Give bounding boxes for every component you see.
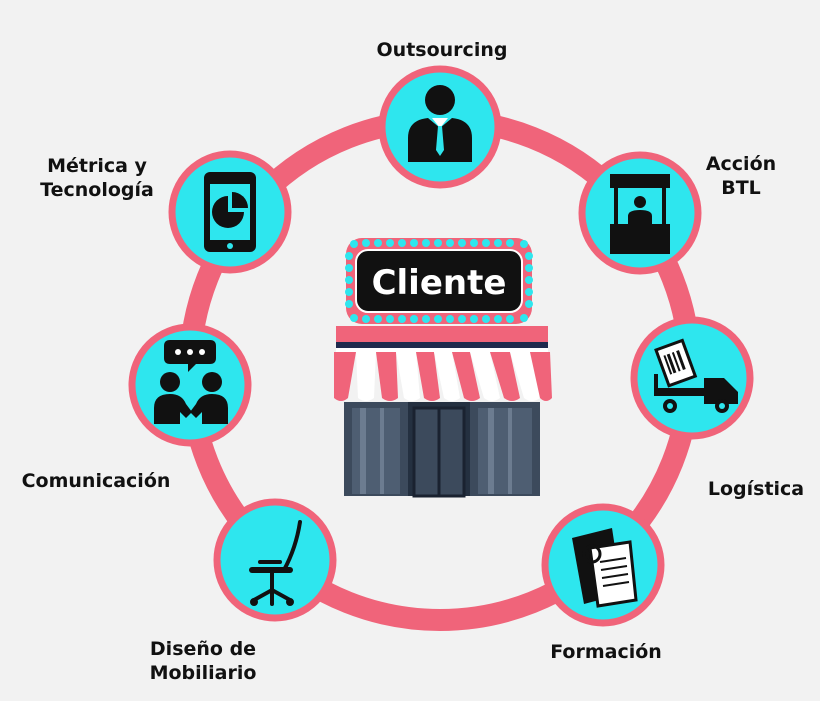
node-diseno-mobiliario — [213, 498, 337, 622]
tablet-chart-icon — [204, 172, 256, 252]
node-formacion — [541, 503, 665, 627]
kiosk-promoter-icon — [610, 174, 670, 254]
label-diseno-mobiliario: Diseño de Mobiliario — [149, 638, 257, 684]
people-talking-icon — [154, 340, 228, 424]
node-accion-btl — [578, 151, 702, 275]
label-formacion: Formación — [550, 641, 662, 663]
book-documents-icon — [572, 528, 638, 608]
label-comunicacion: Comunicación — [21, 470, 171, 492]
cliente-sign-text: Cliente — [372, 263, 507, 303]
label-metrica-tecnologia: Métrica y Tecnología — [40, 155, 154, 201]
businessman-icon — [408, 85, 472, 162]
marquee-dots — [345, 239, 533, 323]
label-logistica: Logística — [707, 478, 805, 500]
node-outsourcing — [378, 65, 502, 189]
center-store: Cliente — [334, 238, 552, 498]
label-accion-btl: Acción BTL — [705, 153, 777, 199]
node-metrica-tecnologia — [168, 150, 292, 274]
node-comunicacion — [128, 323, 252, 447]
cliente-sign: Cliente — [345, 238, 533, 324]
awning — [334, 326, 552, 401]
office-chair-icon — [249, 520, 302, 606]
label-outsourcing: Outsourcing — [376, 39, 508, 61]
delivery-truck-icon — [654, 338, 738, 413]
node-logistica — [630, 316, 754, 440]
storefront — [344, 402, 540, 498]
